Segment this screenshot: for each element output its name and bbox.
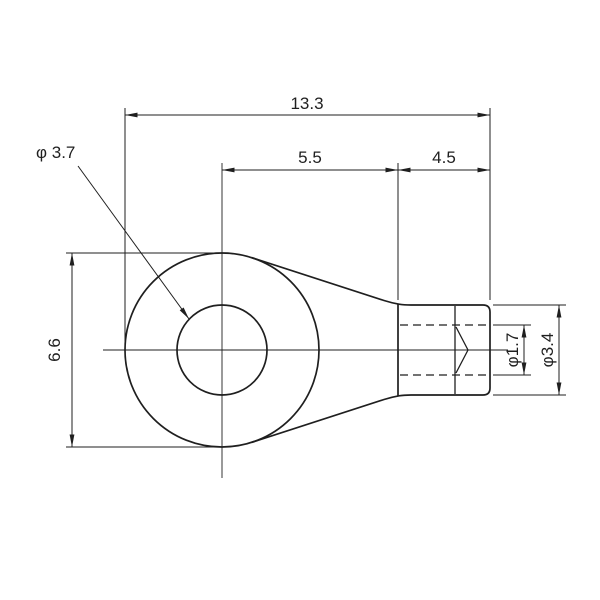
dimension-barrel-inner-diameter: φ1.7: [493, 324, 531, 376]
dimension-barrel-length: 4.5: [398, 148, 490, 173]
dim-label-center-to-barrel: 5.5: [298, 148, 322, 167]
part-outline: [124, 252, 491, 448]
leader-line: [77, 165, 190, 320]
barrel-seam-chevron: [455, 326, 469, 374]
dimension-center-to-barrel: 5.5: [222, 148, 399, 300]
dim-label-ring-height: 6.6: [45, 338, 64, 362]
dim-label-overall-length: 13.3: [290, 94, 323, 113]
centerlines: [103, 163, 508, 478]
dimension-hole-diameter-leader: φ 3.7: [36, 143, 190, 320]
dim-label-barrel-inner-diameter: φ1.7: [503, 333, 522, 368]
dimension-overall-length: 13.3: [124, 94, 491, 344]
ring-hole-circle: [176, 304, 268, 396]
tongue-and-barrel-outline: [251, 256, 491, 444]
dimension-barrel-outer-diameter: φ3.4: [493, 304, 566, 396]
dim-label-barrel-length: 4.5: [432, 148, 456, 167]
dimension-ring-height: 6.6: [45, 252, 216, 448]
dim-label-barrel-outer-diameter: φ3.4: [538, 333, 557, 368]
dim-label-hole-diameter: φ 3.7: [36, 143, 75, 162]
ring-outer-circle: [124, 252, 320, 448]
